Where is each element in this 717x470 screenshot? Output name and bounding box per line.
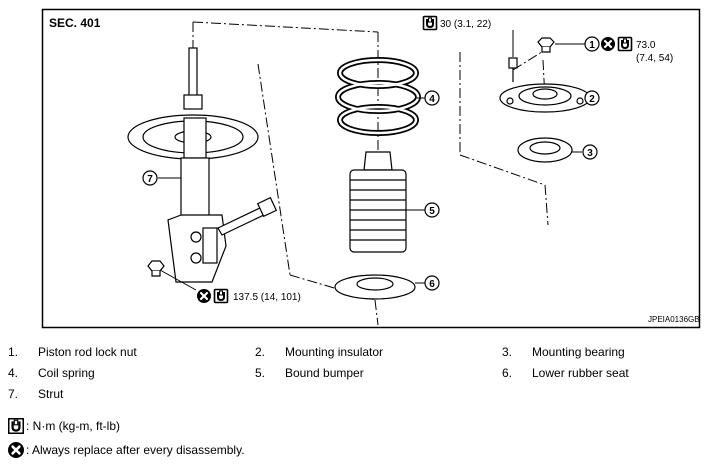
svg-text:2: 2 bbox=[589, 94, 595, 105]
strut-nut-leader bbox=[159, 269, 197, 291]
strut-nut bbox=[147, 260, 165, 277]
callout-2: 2 bbox=[584, 90, 600, 106]
lower-rubber-seat bbox=[334, 274, 416, 300]
torque-spec-nut: 73.0 bbox=[636, 40, 656, 51]
legend-item: 1.Piston rod lock nut bbox=[8, 345, 137, 359]
callout-1: 1 bbox=[584, 36, 600, 52]
legend-item: 7.Strut bbox=[8, 387, 64, 401]
bound-bumper bbox=[349, 151, 407, 253]
torque-wrench-icon bbox=[617, 36, 633, 52]
torque-wrench-icon bbox=[213, 288, 229, 304]
callout-5: 5 bbox=[424, 202, 440, 218]
mounting-bearing bbox=[517, 137, 573, 163]
strut-bolt bbox=[217, 196, 278, 236]
callout-6: 6 bbox=[424, 275, 440, 291]
legend-row: 7.Strut bbox=[8, 387, 708, 408]
replace-text: : Always replace after every disassembly… bbox=[26, 443, 245, 457]
replace-note: : Always replace after every disassembly… bbox=[8, 442, 245, 458]
svg-text:3: 3 bbox=[587, 148, 593, 159]
torque-spec-top: 30 (3.1, 22) bbox=[440, 19, 491, 30]
callout-4: 4 bbox=[424, 90, 440, 106]
mounting-insulator bbox=[499, 83, 591, 113]
always-replace-icon bbox=[599, 35, 617, 53]
torque-spec-bottom: 137.5 (14, 101) bbox=[233, 292, 301, 303]
torque-unit-text: : N·m (kg-m, ft-lb) bbox=[26, 419, 120, 433]
section-label: SEC. 401 bbox=[49, 16, 101, 30]
callout-leaders bbox=[158, 30, 590, 284]
legend-row: 1.Piston rod lock nut 2.Mounting insulat… bbox=[8, 345, 708, 366]
torque-wrench-icon bbox=[422, 15, 438, 31]
legend-item: 2.Mounting insulator bbox=[255, 345, 384, 359]
legend-item: 4.Coil spring bbox=[8, 366, 95, 380]
legend-item: 5.Bound bumper bbox=[255, 366, 364, 380]
torque-unit-note: : N·m (kg-m, ft-lb) bbox=[8, 418, 120, 434]
strut bbox=[127, 47, 259, 283]
legend-row: 4.Coil spring 5.Bound bumper 6.Lower rub… bbox=[8, 366, 708, 387]
always-replace-icon bbox=[195, 287, 213, 305]
piston-rod-lock-nut bbox=[537, 37, 555, 53]
parts-legend: 1.Piston rod lock nut 2.Mounting insulat… bbox=[8, 345, 708, 408]
svg-text:4: 4 bbox=[429, 94, 435, 105]
insulator-bolt bbox=[508, 57, 518, 82]
torque-spec-nut-imperial: (7.4, 54) bbox=[636, 53, 673, 64]
svg-text:1: 1 bbox=[589, 40, 595, 51]
figure-code: JPEIA0136GB bbox=[648, 315, 700, 324]
callout-3: 3 bbox=[582, 144, 598, 160]
always-replace-icon bbox=[8, 442, 24, 458]
legend-item: 3.Mounting bearing bbox=[502, 345, 625, 359]
svg-text:6: 6 bbox=[429, 279, 435, 290]
svg-text:5: 5 bbox=[429, 206, 435, 217]
callout-7: 7 bbox=[142, 170, 158, 186]
legend-item: 6.Lower rubber seat bbox=[502, 366, 629, 380]
svg-text:7: 7 bbox=[147, 174, 153, 185]
torque-wrench-icon bbox=[8, 418, 24, 434]
